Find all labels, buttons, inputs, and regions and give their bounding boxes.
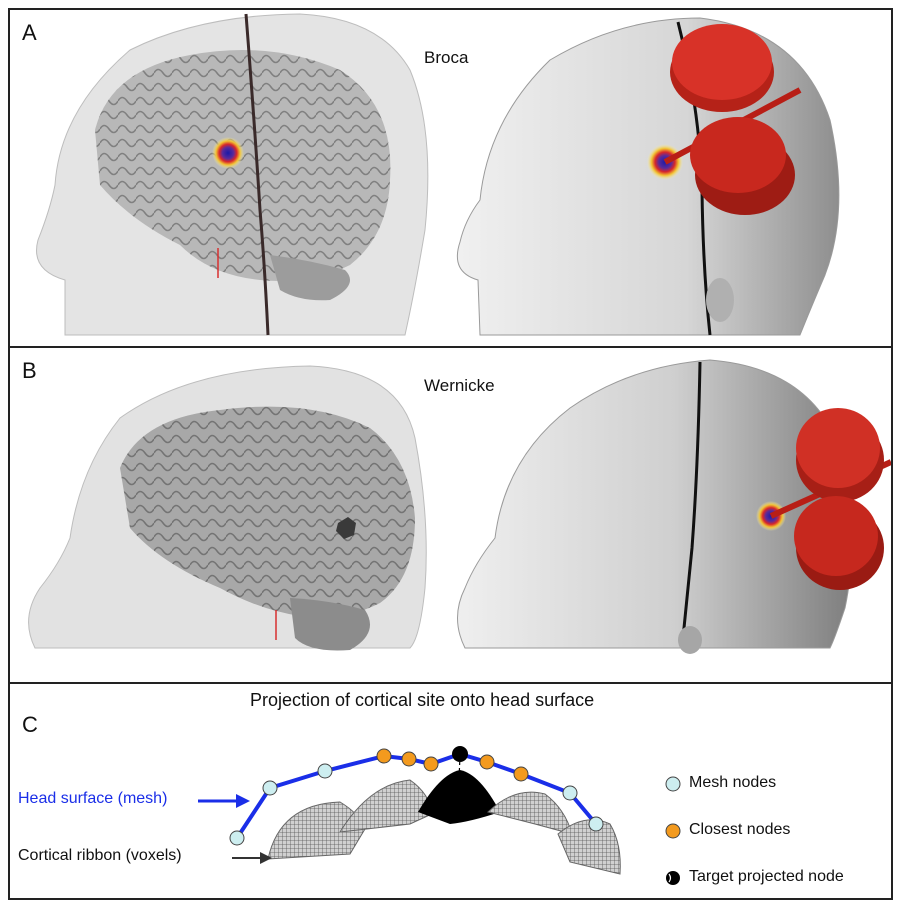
panel-a-title: Broca — [424, 48, 468, 68]
panel-b-label: B — [22, 358, 37, 384]
target-projected-node — [452, 746, 468, 762]
head-with-brain-b — [29, 366, 427, 651]
head-surface-label: Head surface (mesh) — [18, 790, 167, 808]
panel-c-title: Projection of cortical site onto head su… — [250, 690, 594, 711]
head-with-brain-a — [37, 14, 428, 335]
legend-closest-nodes: Closest nodes — [689, 821, 790, 839]
legend-mesh-node-marker — [666, 777, 680, 791]
legend-closest-node-marker — [666, 824, 680, 838]
panel-a-label: A — [22, 20, 37, 46]
legend-target-projected-node: Target projected node — [689, 868, 844, 886]
cortical-ribbon — [268, 770, 620, 874]
figure-frame: A Broca — [8, 8, 893, 900]
target-cortical-site — [418, 770, 500, 824]
panel-c: C Projection of cortical site onto head … — [10, 684, 891, 902]
head-with-coil-a — [457, 18, 839, 335]
panel-b-title: Wernicke — [424, 376, 495, 396]
head-with-coil-b — [458, 360, 892, 654]
panel-c-label: C — [22, 712, 38, 738]
panel-b-renderings — [10, 348, 891, 682]
cortical-ribbon-label: Cortical ribbon (voxels) — [18, 847, 182, 865]
stimulation-hotspot — [212, 137, 244, 169]
legend-target-node-marker — [666, 871, 680, 885]
legend-mesh-nodes: Mesh nodes — [689, 774, 776, 792]
panel-a: A Broca — [10, 10, 891, 348]
panel-b: B Wernicke — [10, 348, 891, 684]
